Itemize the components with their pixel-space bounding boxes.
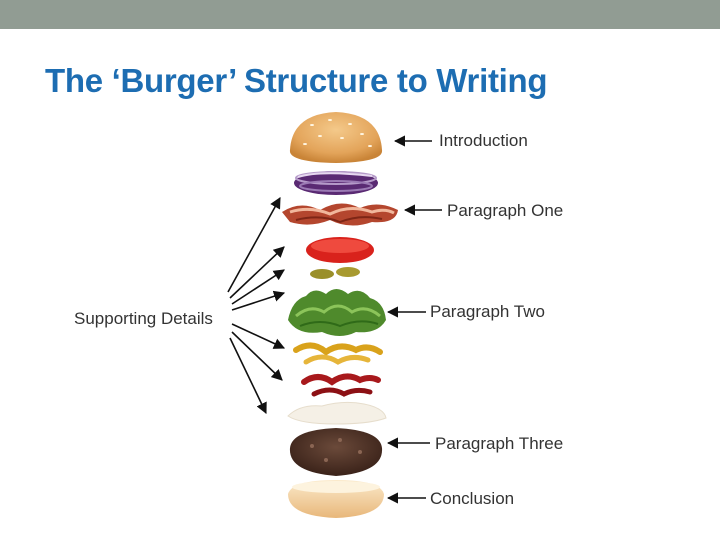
mayonnaise [287,401,387,425]
ketchup [301,373,381,397]
label-introduction: Introduction [439,131,528,150]
label-paragraph-three: Paragraph Three [435,434,564,453]
bottom-bun [288,480,384,518]
label-conclusion: Conclusion [430,489,515,508]
top-bar [0,0,720,29]
slide-title: The ‘Burger’ Structure to Writing [45,62,548,99]
label-paragraph-one: Paragraph One [447,201,564,220]
pickles [310,267,360,279]
top-bun [289,112,383,163]
lettuce [288,289,386,336]
supporting-details-arrows [227,197,286,415]
purple-onion [294,171,378,195]
label-paragraph-two: Paragraph Two [430,302,545,321]
label-arrows [386,135,442,504]
mustard [293,342,383,365]
tomato [306,237,374,263]
label-supporting-details: Supporting Details [74,309,213,328]
beef-patty [289,428,383,476]
bacon [282,203,398,226]
